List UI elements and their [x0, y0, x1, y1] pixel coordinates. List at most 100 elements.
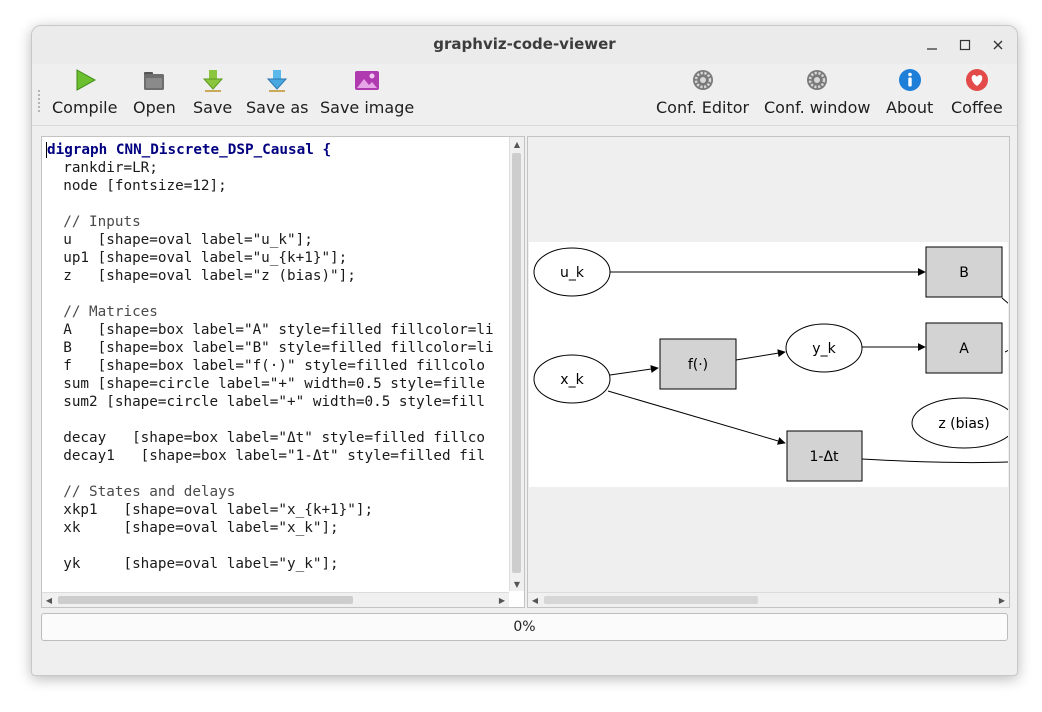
compile-button[interactable]: Compile	[52, 67, 117, 123]
conf-editor-button[interactable]: Conf. Editor	[656, 67, 749, 123]
toolbar-grip[interactable]	[38, 90, 43, 112]
scroll-right-arrow-icon[interactable]: ▶	[498, 595, 506, 605]
code-line: yk [shape=oval label="y_k"];	[46, 556, 339, 572]
graph-view[interactable]: u_k x_k f(·) y_k B	[527, 136, 1010, 608]
open-button[interactable]: Open	[133, 67, 176, 123]
code-comment-line: // Matrices	[46, 304, 158, 320]
code-line	[46, 465, 508, 483]
code-line: B [shape=box label="B" style=filled fill…	[46, 340, 494, 356]
save-image-label: Save image	[320, 98, 415, 117]
node-A-label: A	[959, 341, 969, 357]
node-z-bias-label: z (bias)	[938, 416, 989, 432]
code-line: u [shape=oval label="u_k"];	[46, 232, 313, 248]
scroll-up-arrow-icon[interactable]: ▲	[513, 139, 521, 149]
graph-svg: u_k x_k f(·) y_k B	[533, 246, 1009, 482]
conf-window-button[interactable]: Conf. window	[764, 67, 870, 123]
editor-vertical-scroll-thumb[interactable]	[512, 153, 521, 573]
minimize-button[interactable]	[921, 34, 943, 56]
maximize-button[interactable]	[954, 34, 976, 56]
conf-window-label: Conf. window	[764, 98, 871, 117]
node-B-label: B	[959, 265, 969, 281]
edge-xk-decay1	[607, 390, 786, 445]
node-x-k-label: x_k	[560, 372, 584, 388]
coffee-label: Coffee	[951, 98, 1003, 117]
node-y-k-label: y_k	[812, 341, 836, 357]
node-decay1-label: 1-Δt	[809, 449, 839, 465]
code-line	[46, 411, 508, 429]
code-line	[46, 285, 508, 303]
code-line: xkp1 [shape=oval label="x_{k+1}"];	[46, 502, 374, 518]
code-line: decay1 [shape=box label="1-Δt" style=fil…	[46, 448, 485, 464]
code-line: f [shape=box label="f(·)" style=filled f…	[46, 358, 485, 374]
node-y-k[interactable]: y_k	[785, 323, 863, 373]
scroll-right-arrow-icon[interactable]: ▶	[998, 595, 1006, 605]
code-line: xk [shape=oval label="x_k"];	[46, 520, 339, 536]
window-title: graphviz-code-viewer	[433, 35, 616, 53]
image-icon	[355, 71, 380, 90]
close-button[interactable]	[987, 34, 1009, 56]
code-line: sum [shape=circle label="+" width=0.5 st…	[46, 376, 485, 392]
about-button[interactable]: About	[886, 67, 933, 123]
node-f-label: f(·)	[688, 357, 708, 373]
edge-xk-f	[609, 365, 659, 376]
node-z-bias[interactable]: z (bias)	[911, 397, 1009, 449]
save-button[interactable]: Save	[193, 67, 232, 123]
editor-horizontal-scroll-thumb[interactable]	[58, 596, 353, 604]
gear-icon	[807, 70, 828, 90]
graph-horizontal-scroll-thumb[interactable]	[544, 596, 758, 604]
save-label: Save	[193, 98, 233, 117]
code-line	[46, 537, 508, 555]
scroll-left-arrow-icon[interactable]: ◀	[531, 595, 539, 605]
node-f[interactable]: f(·)	[659, 338, 737, 390]
save-image-button[interactable]: Save image	[320, 67, 414, 123]
info-icon	[898, 69, 921, 91]
graph-canvas: u_k x_k f(·) y_k B	[529, 242, 1009, 487]
node-u-k-label: u_k	[560, 265, 585, 281]
code-comment-line: // Inputs	[46, 214, 141, 230]
code-line	[46, 195, 508, 213]
folder-icon	[144, 72, 165, 90]
edge-A-out	[1004, 349, 1009, 353]
node-A[interactable]: A	[925, 322, 1003, 374]
play-icon	[76, 69, 96, 91]
download-arrow-blue-icon	[267, 70, 288, 92]
gear-icon	[692, 70, 713, 90]
open-label: Open	[133, 98, 176, 117]
code-line: sum2 [shape=circle label="+" width=0.5 s…	[46, 394, 485, 410]
edge-f-yk	[735, 349, 786, 361]
node-B[interactable]: B	[925, 246, 1003, 298]
editor-horizontal-scrollbar[interactable]: ◀ ▶	[42, 592, 509, 607]
progress-text: 0%	[513, 619, 536, 635]
maximize-icon	[959, 39, 971, 51]
heart-icon	[965, 69, 988, 91]
code-editor[interactable]: digraph CNN_Discrete_DSP_Causal { rankdi…	[41, 136, 525, 608]
code-line: rankdir=LR;	[46, 160, 158, 176]
code-area[interactable]: digraph CNN_Discrete_DSP_Causal { rankdi…	[46, 141, 508, 589]
code-line: node [fontsize=12];	[46, 178, 227, 194]
title-bar: graphviz-code-viewer	[32, 26, 1017, 64]
conf-editor-label: Conf. Editor	[656, 98, 750, 117]
editor-vertical-scrollbar[interactable]: ▲ ▼	[509, 137, 524, 591]
save-as-label: Save as	[246, 98, 309, 117]
graph-horizontal-scrollbar[interactable]: ◀ ▶	[528, 592, 1009, 607]
scroll-down-arrow-icon[interactable]: ▼	[513, 579, 521, 589]
edge-B-out	[1001, 297, 1009, 305]
node-decay1[interactable]: 1-Δt	[786, 430, 863, 482]
close-icon	[993, 40, 1003, 50]
code-line: digraph CNN_Discrete_DSP_Causal {	[46, 141, 508, 159]
code-line: up1 [shape=oval label="u_{k+1}"];	[46, 250, 348, 266]
code-line: A [shape=box label="A" style=filled fill…	[46, 322, 494, 338]
compile-label: Compile	[52, 98, 118, 117]
about-label: About	[886, 98, 934, 117]
download-arrow-icon	[202, 70, 223, 92]
coffee-button[interactable]: Coffee	[951, 67, 1003, 123]
minimize-icon	[927, 48, 937, 50]
edge-decay1-out	[861, 458, 1009, 464]
scroll-left-arrow-icon[interactable]: ◀	[45, 595, 53, 605]
toolbar: Compile Open Save Save as Save image Con…	[32, 64, 1017, 126]
code-comment-line: // States and delays	[46, 484, 236, 500]
node-x-k[interactable]: x_k	[533, 354, 611, 404]
node-u-k[interactable]: u_k	[533, 247, 611, 297]
save-as-button[interactable]: Save as	[246, 67, 309, 123]
code-line: z [shape=oval label="z (bias)"];	[46, 268, 356, 284]
